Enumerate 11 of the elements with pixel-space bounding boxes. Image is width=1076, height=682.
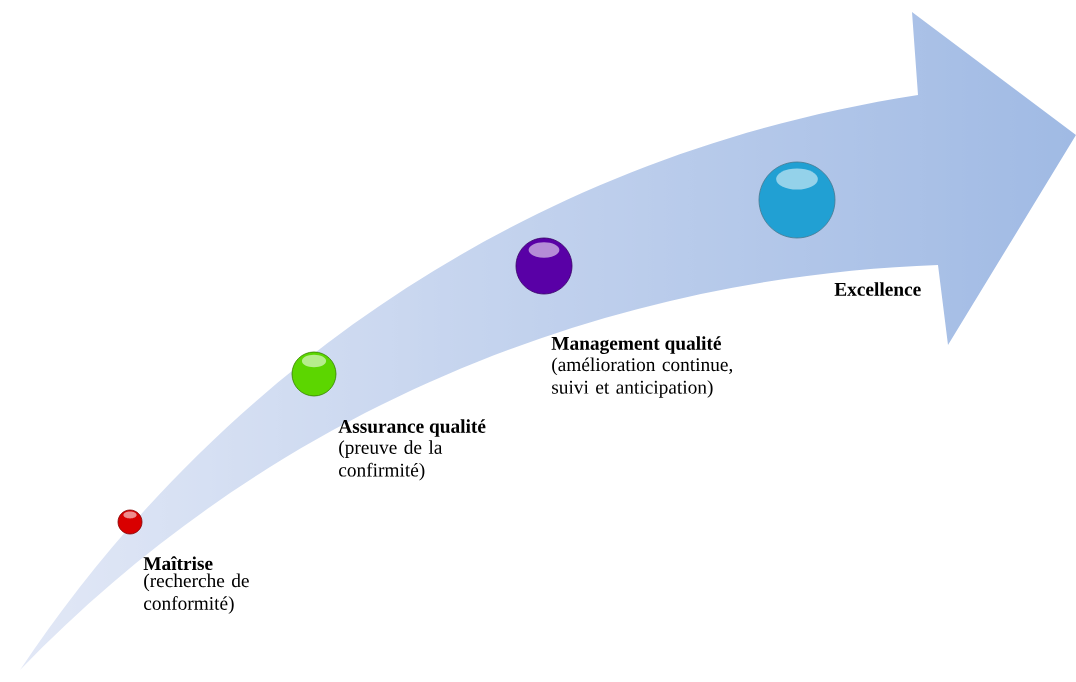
stage-title: Management qualité: [551, 336, 721, 354]
ball-marker: [117, 509, 143, 535]
stage-title: Assurance qualité: [338, 419, 486, 437]
ball-marker: [291, 351, 337, 397]
stage-description: (preuve de la confirmité): [339, 440, 443, 481]
stage-description: (amélioration continue, suivi et anticipation): [552, 357, 733, 398]
stage-title: Maîtrise: [143, 556, 213, 571]
stage-description: (recherche de conformité): [144, 573, 249, 614]
ball-marker: [758, 161, 836, 239]
stage-title: Excellence: [834, 282, 921, 296]
ball-marker: [515, 237, 573, 295]
